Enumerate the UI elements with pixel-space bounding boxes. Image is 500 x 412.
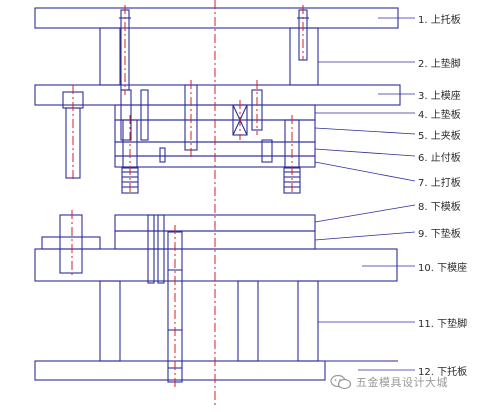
label-upper-parallel: 2. 上垫脚: [418, 59, 461, 70]
plate-lower-support: [34, 360, 326, 381]
die-insert-2: [157, 214, 165, 284]
punch-a: [120, 89, 132, 141]
plate-upper-support: [34, 7, 399, 29]
label-lower-die-seat: 10. 下模座: [418, 263, 468, 274]
plate-lower-die-seat: [34, 248, 398, 282]
upper-parallel-right: [289, 27, 319, 86]
lower-parallel-mid: [237, 280, 259, 362]
small-pin-1: [159, 147, 166, 163]
label-lower-parallel: 11. 下垫脚: [418, 319, 468, 330]
watermark: 五金模具设计大城: [330, 372, 495, 392]
small-pin-2: [261, 139, 273, 163]
label-upper-die-seat: 3. 上模座: [418, 91, 461, 102]
label-upper-support-plate: 1. 上托板: [418, 15, 461, 26]
guide-bushing-lower: [59, 214, 83, 274]
label-lower-die-plate: 8. 下模板: [418, 202, 461, 213]
punch-d: [251, 89, 263, 131]
plate-upper-die-seat: [34, 84, 401, 106]
watermark-text: 五金模具设计大城: [356, 376, 448, 389]
center-lines: [71, 0, 304, 408]
label-upper-stripper-plate: 7. 上打板: [418, 178, 461, 189]
leader-lines: [314, 17, 416, 371]
label-upper-clamp-plate: 5. 上夹板: [418, 131, 461, 142]
label-upper-backing-plate: 4. 上垫板: [418, 110, 461, 121]
wechat-icon: [330, 374, 352, 390]
lower-parallel-left: [99, 280, 121, 362]
guide-bushing-flange: [41, 236, 101, 250]
upper-parallel-left: [99, 27, 121, 86]
label-lower-backing-plate: 9. 下垫板: [418, 229, 461, 240]
plate-outlines: [34, 7, 401, 383]
lower-parallel-right: [297, 280, 319, 362]
label-lower-support-plate: 12. 下托板: [418, 367, 468, 378]
die-insert-1: [147, 214, 155, 284]
label-stop-plate: 6. 止付板: [418, 153, 461, 164]
punch-b: [140, 89, 149, 141]
